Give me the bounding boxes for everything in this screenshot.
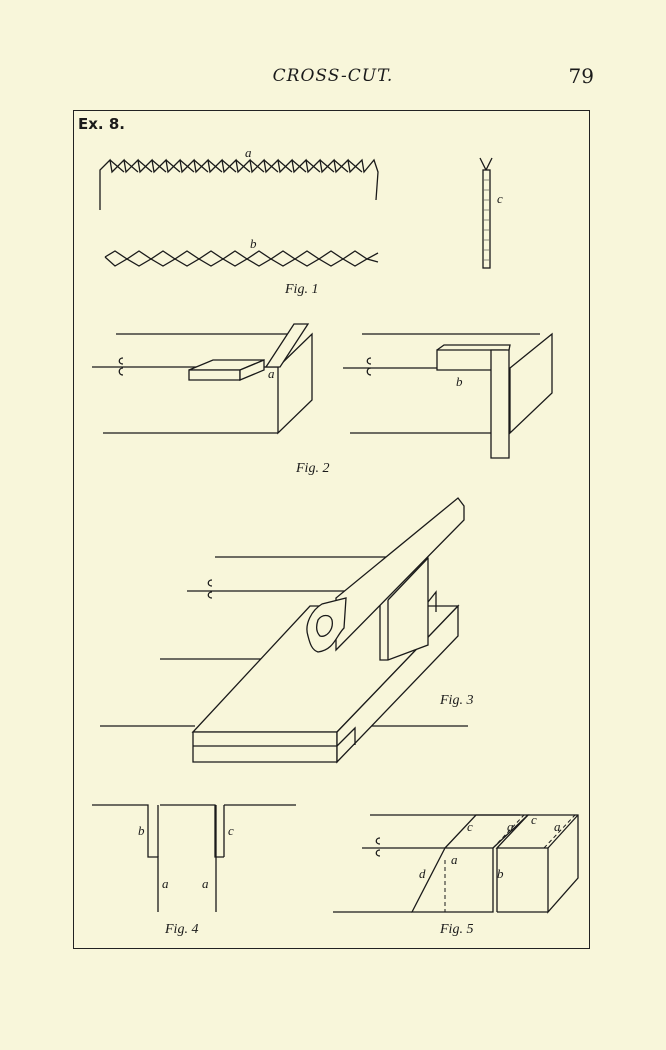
fig2-left-board	[92, 323, 313, 435]
fig5-label-c-left: c	[467, 819, 473, 834]
fig5-label-a-right-top: a	[554, 819, 561, 834]
fig2-label-a: a	[268, 366, 275, 381]
fig4-caption: Fig. 4	[164, 922, 198, 937]
exercise-label: Ex. 8.	[78, 115, 125, 133]
fig4-kerf-section	[92, 804, 296, 912]
fig5-label-a-face: a	[451, 852, 458, 867]
fig4-label-b: b	[138, 823, 145, 838]
fig1-saw-blade-section	[479, 157, 493, 269]
running-header-title: CROSS-CUT.	[272, 66, 394, 86]
fig5-label-d: d	[419, 866, 426, 881]
fig1-label-a: a	[245, 145, 252, 160]
fig4-label-c: c	[228, 823, 234, 838]
fig1-label-b: b	[250, 236, 257, 251]
fig2-label-b: b	[456, 374, 463, 389]
fig1-cross-cut-teeth	[104, 250, 379, 267]
fig4-label-a-right: a	[202, 876, 209, 891]
fig5-label-c-right: c	[531, 812, 537, 827]
fig4-label-a-left: a	[162, 876, 169, 891]
fig1-caption: Fig. 1	[284, 282, 318, 297]
fig5-board-ends	[333, 814, 579, 914]
illustration-plate	[73, 110, 590, 949]
fig1-rip-saw-teeth	[99, 158, 379, 210]
fig5-caption: Fig. 5	[439, 922, 473, 937]
fig3-caption: Fig. 3	[439, 693, 473, 708]
fig1-label-c: c	[497, 191, 503, 206]
fig5-label-b: b	[497, 866, 504, 881]
fig2-caption: Fig. 2	[295, 461, 329, 476]
fig2-right-board	[343, 332, 553, 459]
fig3-sawing-in-bench-hook	[100, 497, 468, 764]
page-number: 79	[568, 64, 594, 88]
fig5-label-a-left-top: a	[507, 819, 514, 834]
